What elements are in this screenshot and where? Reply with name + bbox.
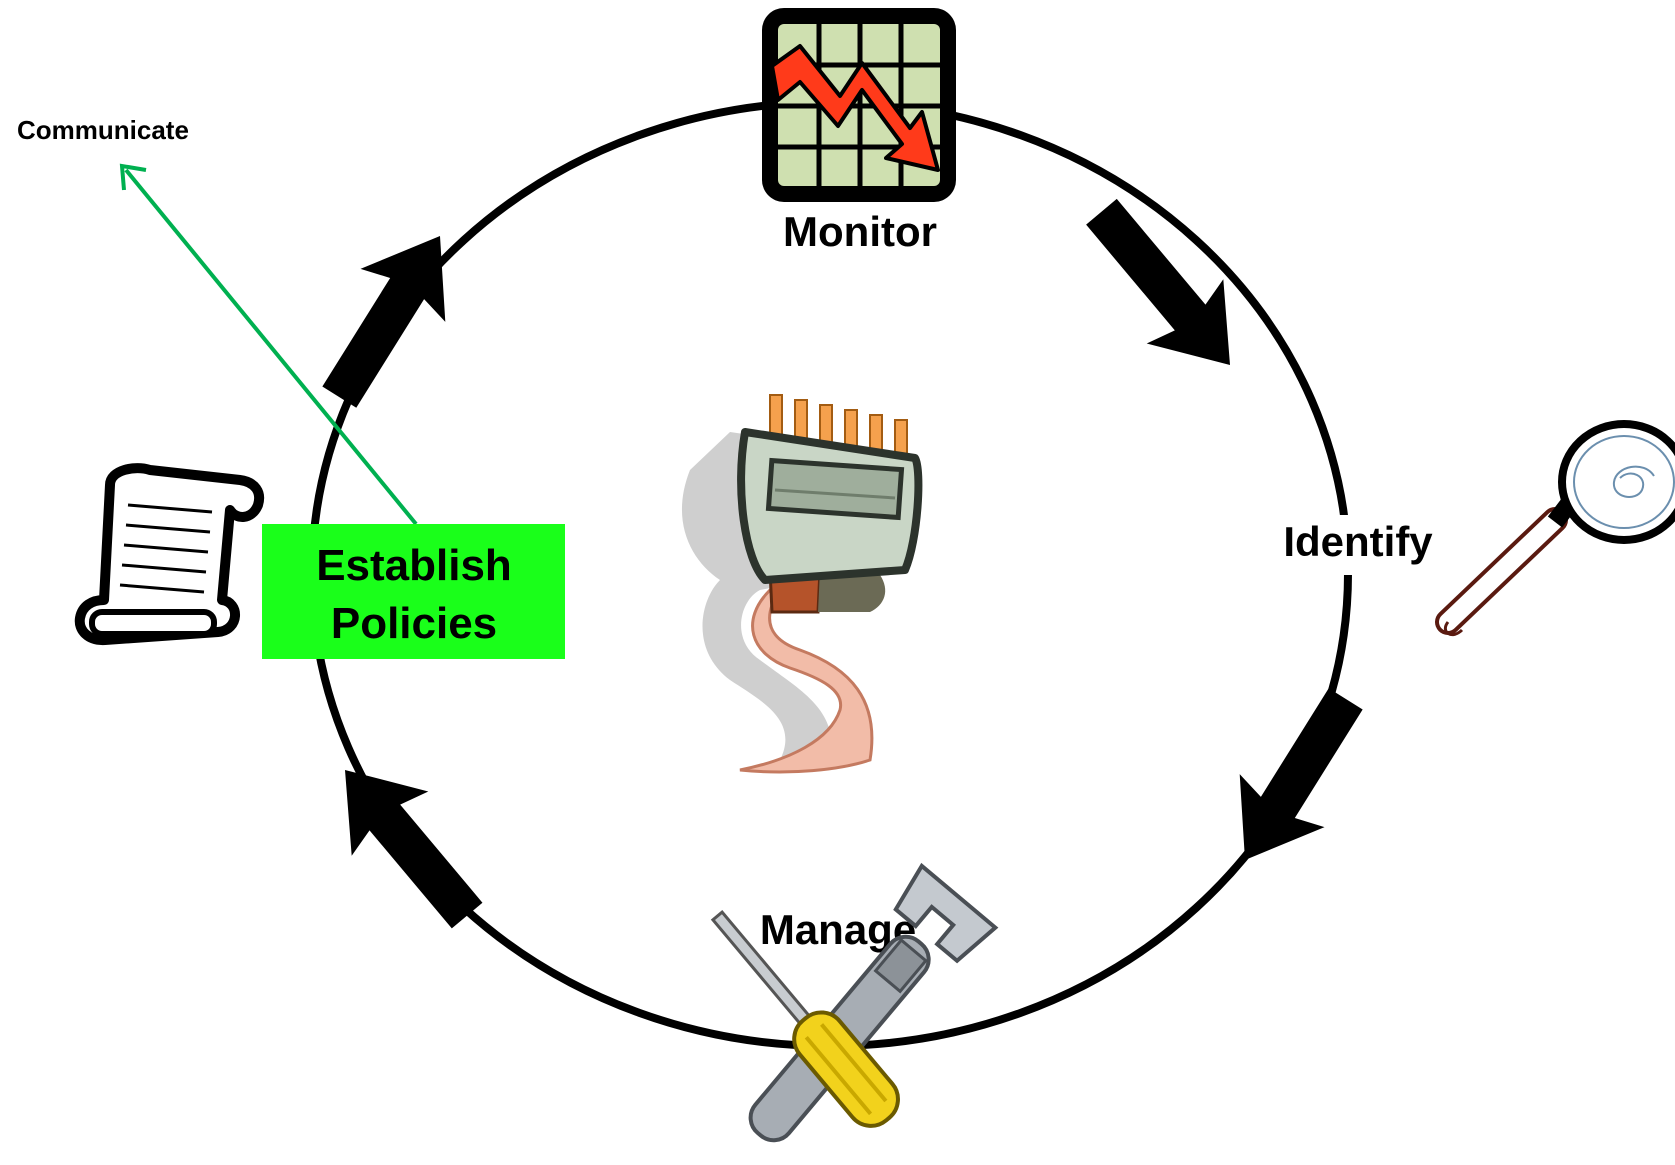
magnifying-glass-icon	[1435, 420, 1675, 636]
establish-policies-box	[262, 524, 565, 659]
arrow-identify-to-manage	[1239, 688, 1363, 860]
declining-chart-icon	[762, 8, 956, 202]
communicate-label: Communicate	[17, 115, 189, 145]
scroll-document-icon	[74, 463, 264, 646]
arrow-manage-to-establish	[345, 770, 483, 929]
communicate-arrow	[119, 163, 418, 526]
arrow-establish-to-monitor	[322, 236, 446, 408]
network-cable-connector-icon	[681, 394, 923, 774]
stage-label-identify: Identify	[1283, 518, 1433, 565]
stage-label-establish-line1: Establish	[316, 541, 512, 590]
wrench-screwdriver-icon	[710, 862, 999, 1143]
arrow-monitor-to-identify	[1086, 198, 1230, 365]
identify-label-bg	[1255, 515, 1460, 575]
stage-label-monitor: Monitor	[783, 208, 937, 255]
stage-label-establish-line2: Policies	[331, 599, 497, 648]
